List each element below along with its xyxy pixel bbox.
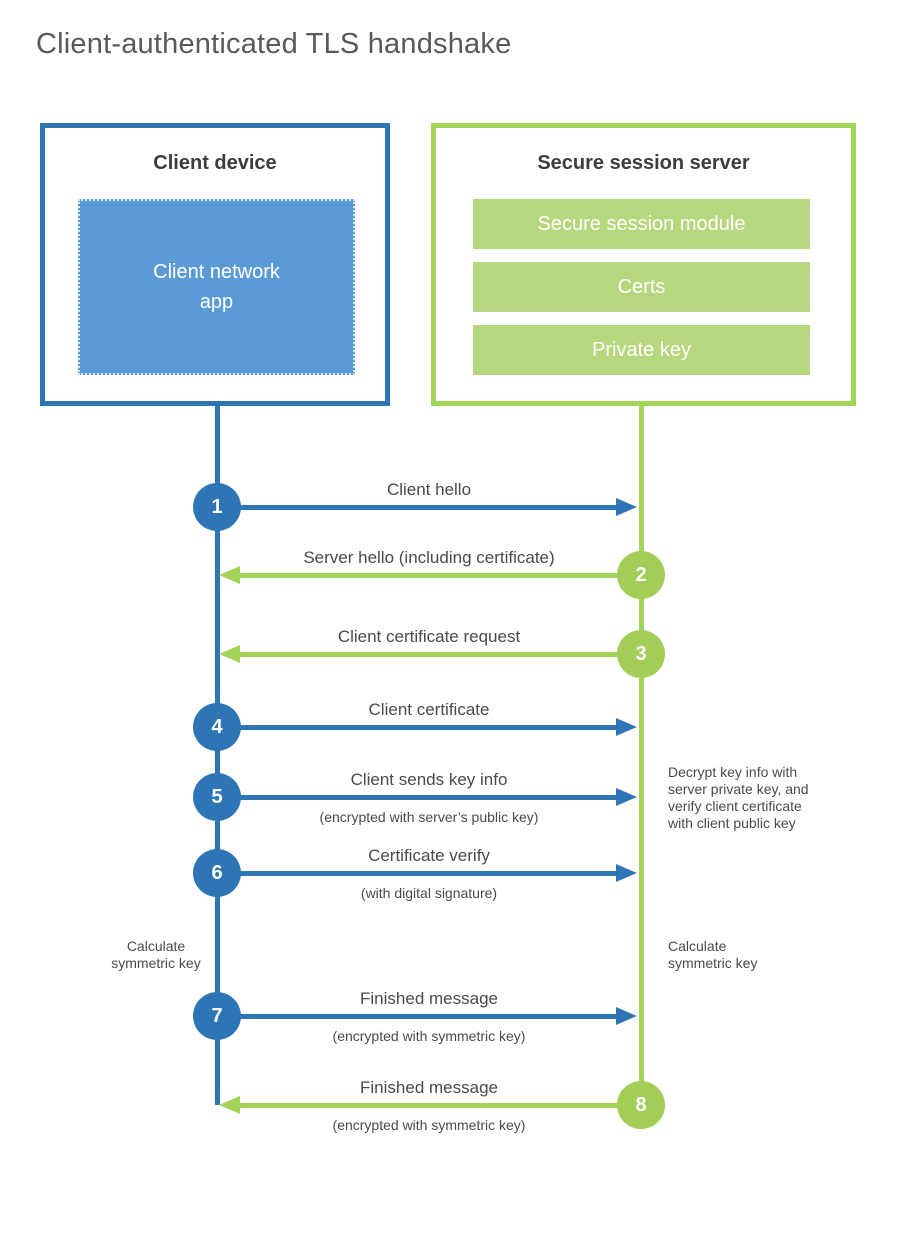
secure-session-server-title: Secure session server [537,152,750,174]
step-circle: 1 [193,483,241,531]
server-lifeline [639,405,644,1105]
step-sublabel: (encrypted with server’s public key) [319,809,539,825]
arrow-line [217,725,616,730]
calculate-symmetric-key-left: Calculate symmetric key [111,938,201,972]
step-sublabel: (with digital signature) [360,885,498,901]
step-label: Server hello (including certificate) [303,548,555,567]
arrowhead-right-icon [616,864,637,882]
step-circle: 8 [617,1081,665,1129]
arrow-line [240,1103,641,1108]
arrowhead-left-icon [219,645,240,663]
step-circle: 2 [617,551,665,599]
server-certs-bar: Certs [473,262,810,312]
step-circle: 7 [193,992,241,1040]
arrow-line [240,652,641,657]
decrypt-note: Decrypt key info with server private key… [668,764,809,832]
step-label: Finished message [360,989,498,1008]
arrowhead-right-icon [616,1007,637,1025]
arrowhead-right-icon [616,788,637,806]
arrowhead-left-icon [219,566,240,584]
step-sublabel: (encrypted with symmetric key) [332,1028,526,1044]
client-lifeline [215,405,220,1105]
client-network-app-label: Client network app [153,261,280,313]
step-sublabel: (encrypted with symmetric key) [332,1117,526,1133]
server-private-key-bar: Private key [473,325,810,375]
arrowhead-right-icon [616,718,637,736]
step-label: Client certificate [368,700,490,719]
client-network-app-box: Client network app [78,199,355,375]
step-label: Client hello [386,480,472,499]
server-module-bar: Secure session module [473,199,810,249]
step-label: Client sends key info [350,770,508,789]
step-label: Certificate verify [368,846,490,865]
step-circle: 4 [193,703,241,751]
step-label: Client certificate request [337,627,521,646]
page-title: Client-authenticated TLS handshake [36,28,512,60]
step-circle: 6 [193,849,241,897]
step-label: Finished message [360,1078,498,1097]
arrowhead-right-icon [616,498,637,516]
step-circle: 3 [617,630,665,678]
step-circle: 5 [193,773,241,821]
arrow-line [217,1014,616,1019]
arrow-line [217,505,616,510]
arrow-line [217,795,616,800]
client-device-title: Client device [153,152,277,174]
arrowhead-left-icon [219,1096,240,1114]
arrow-line [240,573,641,578]
calculate-symmetric-key-right: Calculate symmetric key [668,938,758,972]
arrow-line [217,871,616,876]
